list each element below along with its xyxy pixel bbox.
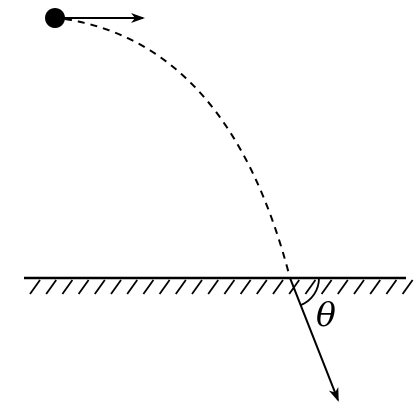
hatch-mark — [304, 279, 317, 295]
hatch-mark — [126, 279, 138, 295]
angle-label: θ — [316, 295, 336, 334]
hatch-mark — [45, 279, 57, 295]
hatch-mark — [110, 279, 122, 295]
hatch-mark — [77, 279, 90, 295]
hatch-mark — [223, 279, 236, 295]
angle-arc — [300, 277, 320, 306]
trajectory-dashed — [64, 18, 291, 279]
hatch-mark — [337, 279, 349, 295]
ball — [45, 8, 65, 28]
hatch-mark — [94, 279, 106, 295]
hatch-mark — [207, 279, 219, 295]
hatch-mark — [272, 279, 284, 295]
hatch-mark — [61, 279, 74, 295]
hatch-mark — [369, 279, 381, 295]
hatch-mark — [385, 279, 398, 295]
hatch-mark — [320, 279, 333, 295]
hatch-mark — [158, 279, 171, 295]
hatch-mark — [256, 279, 268, 295]
hatch-mark — [29, 279, 41, 295]
hatch-mark — [239, 279, 252, 295]
ground-hatching — [29, 279, 414, 295]
hatch-mark — [191, 279, 203, 295]
hatch-mark — [401, 279, 414, 295]
hatch-mark — [142, 279, 155, 295]
hatch-mark — [175, 279, 187, 295]
impact-velocity-arrow — [289, 277, 339, 402]
hatch-mark — [353, 279, 365, 295]
